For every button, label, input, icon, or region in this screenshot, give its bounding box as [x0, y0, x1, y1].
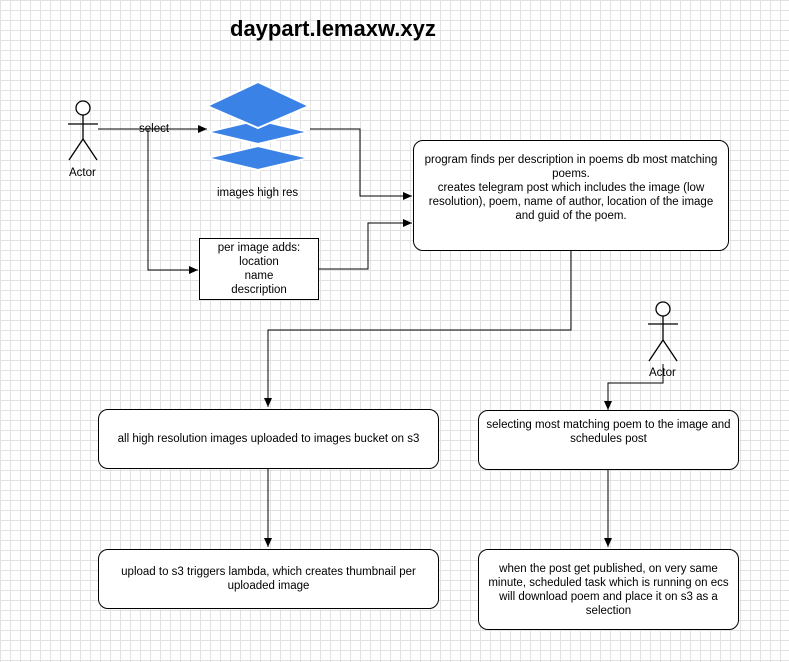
per-image-line: per image adds: [217, 242, 301, 254]
selecting-text: selecting most matching poem to the imag… [486, 419, 731, 445]
actor-1-label: Actor [69, 167, 96, 179]
lambda-box: upload to s3 triggers lambda, which crea… [98, 549, 439, 609]
layers-icon [204, 80, 312, 172]
actor-2-figure [648, 301, 678, 362]
edge-per-image-to-program [318, 219, 412, 270]
edge-actor-to-per-image [147, 129, 198, 274]
edge-actor2-to-selecting [604, 364, 664, 410]
program-box: program finds per description in poems d… [413, 140, 729, 251]
actor-2-label: Actor [649, 367, 676, 379]
images-high-res-label: images high res [217, 187, 299, 199]
diagram-title: daypart.lemaxw.xyz [230, 16, 436, 41]
published-text: when the post get published, on very sam… [488, 562, 729, 617]
upload-all-box: all high resolution images uploaded to i… [98, 409, 439, 469]
selecting-box: selecting most matching poem to the imag… [478, 410, 739, 470]
lambda-text: upload to s3 triggers lambda, which crea… [121, 566, 416, 592]
actor-1-figure [68, 100, 98, 161]
per-image-line: name [244, 270, 274, 282]
edge-program-to-upload [264, 251, 572, 407]
edge-images-to-program [310, 128, 412, 200]
per-image-line: location [239, 256, 279, 268]
per-image-adds-box: per image adds: location name descriptio… [199, 238, 319, 300]
edge-label-select: select [139, 123, 170, 135]
program-text: program finds per description in poems d… [424, 154, 718, 222]
upload-all-text: all high resolution images uploaded to i… [117, 433, 420, 445]
per-image-line: description [231, 284, 287, 296]
published-box: when the post get published, on very sam… [478, 549, 739, 630]
